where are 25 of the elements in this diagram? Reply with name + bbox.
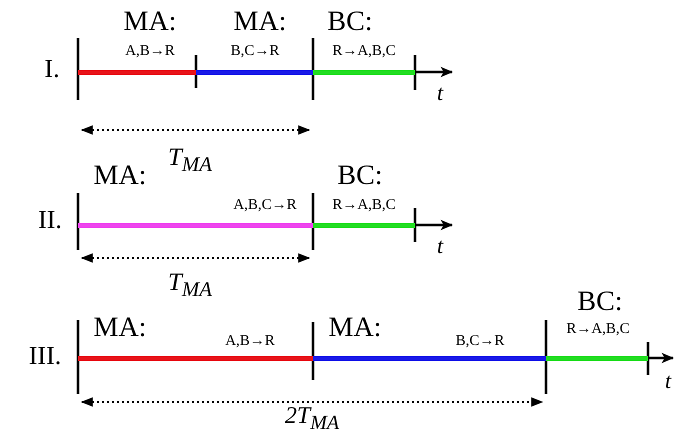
phase-label: MA: — [234, 8, 286, 36]
reaction-label: R→A,B,C — [566, 322, 630, 337]
duration-label: 2T$_{MA}$ — [284, 404, 340, 430]
axis-label: t — [436, 82, 444, 104]
phase-label: MA: — [94, 162, 146, 190]
axis-label: t — [664, 370, 672, 392]
reaction-label: B,C→R — [230, 44, 280, 59]
reaction-label: B,C→R — [456, 334, 504, 349]
phase-label: BC: — [337, 162, 383, 190]
phase-label: MA: — [94, 314, 146, 342]
reaction-label: A,B→R — [125, 44, 175, 59]
phase-label: MA: — [124, 8, 176, 36]
axis-label: t — [436, 235, 444, 257]
phase-label: BC: — [327, 8, 373, 36]
reaction-label: A,B→R — [225, 334, 275, 349]
reaction-label: R→A,B,C — [332, 198, 396, 213]
duration-label: T$_{MA}$ — [168, 270, 212, 300]
row-numeral: III. — [28, 343, 62, 369]
reaction-label: A,B,C→R — [233, 198, 297, 213]
reaction-label: R→A,B,C — [332, 44, 396, 59]
duration-label: T$_{MA}$ — [168, 145, 212, 175]
phase-label: BC: — [577, 288, 623, 316]
row-numeral: I. — [44, 56, 60, 82]
phase-label: MA: — [328, 314, 382, 342]
row-numeral: II. — [38, 207, 62, 233]
